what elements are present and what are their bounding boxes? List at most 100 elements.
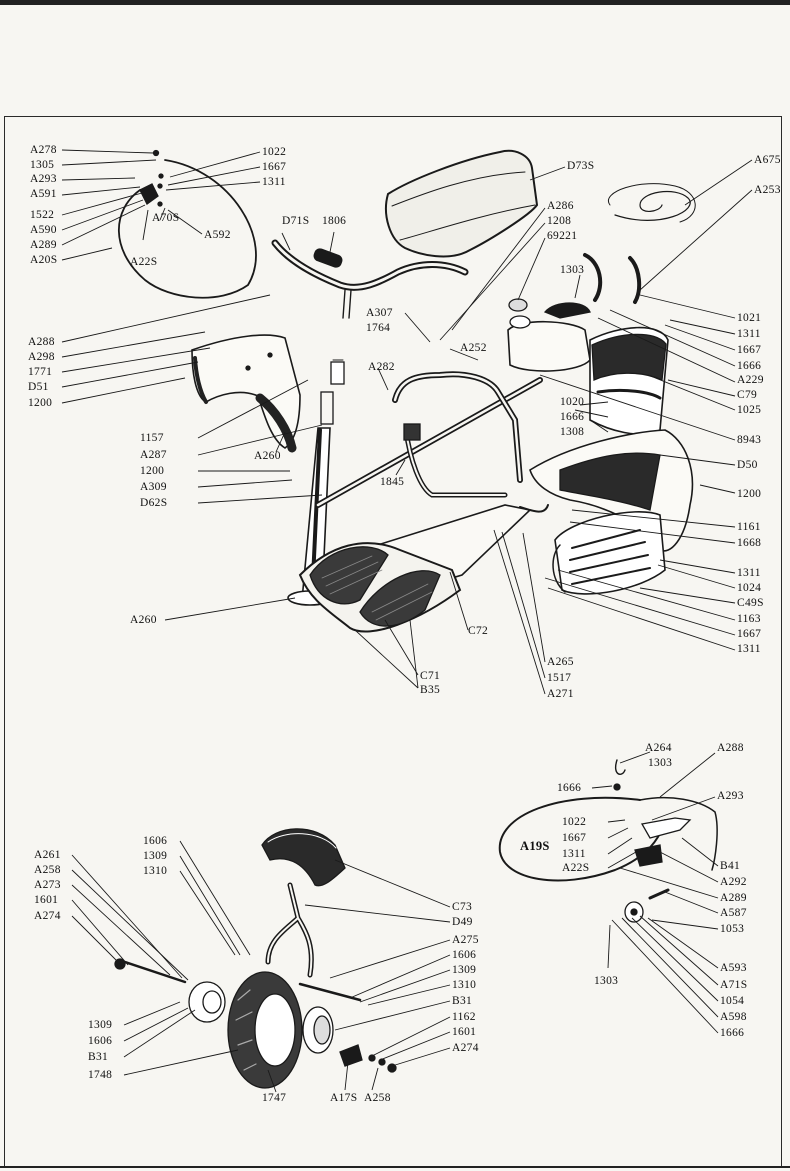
part-label-1208: 1208 (547, 215, 572, 227)
part-label-A282: A282 (368, 361, 395, 373)
part-label-1163: 1163 (737, 613, 761, 625)
part-label-1024: 1024 (737, 582, 762, 594)
part-label-1309-hub: 1309 (88, 1019, 113, 1031)
part-label-A253: A253 (754, 184, 781, 196)
part-label-A71S: A71S (720, 979, 748, 991)
diagram-frame (4, 116, 782, 1167)
part-label-1309: 1309 (143, 850, 168, 862)
bottom-rule (0, 1166, 790, 1168)
coil-spring (607, 183, 696, 223)
part-label-1303: 1303 (560, 264, 585, 276)
foot-pads (309, 546, 441, 627)
part-label-1667: 1667 (262, 161, 287, 173)
part-label-A278: A278 (30, 144, 57, 156)
part-label-1054: 1054 (720, 995, 745, 1007)
part-label-1200-mid: 1200 (140, 465, 165, 477)
part-label-1666-tank: 1666 (560, 411, 585, 423)
part-label-A22S-lower: A22S (562, 862, 590, 874)
part-label-A287: A287 (140, 449, 167, 461)
part-label-D50: D50 (737, 459, 758, 471)
part-label-1311-muffler: 1311 (737, 567, 761, 579)
part-label-1666-right: 1666 (737, 360, 762, 372)
front-wheel-assembly (114, 828, 397, 1089)
part-label-A273: A273 (34, 879, 61, 891)
part-label-1053: 1053 (720, 923, 745, 935)
part-label-C71: C71 (420, 670, 441, 682)
rear-engine-cover (589, 326, 669, 435)
front-leg-shield (191, 334, 301, 453)
part-label-A587: A587 (720, 907, 747, 919)
part-label-1311: 1311 (262, 176, 286, 188)
part-label-1309-right: 1309 (452, 964, 477, 976)
part-label-A19S: A19S (520, 839, 550, 853)
part-label-1161: 1161 (737, 521, 761, 533)
part-label-1845: 1845 (380, 476, 405, 488)
part-label-1668: 1668 (737, 537, 762, 549)
part-label-A289-lower: A289 (720, 892, 747, 904)
part-label-A292: A292 (720, 876, 747, 888)
part-label-A275: A275 (452, 934, 479, 946)
part-label-C79: C79 (737, 389, 758, 401)
part-label-1308: 1308 (560, 426, 585, 438)
part-label-C72: C72 (468, 625, 489, 637)
part-label-B41: B41 (720, 860, 741, 872)
part-label-8943: 8943 (737, 434, 762, 446)
seat-cushion (384, 149, 539, 258)
part-label-1022: 1022 (262, 146, 287, 158)
part-label-1200-right: 1200 (737, 488, 762, 500)
part-label-A271: A271 (547, 688, 574, 700)
part-label-A20S: A20S (30, 254, 58, 266)
part-label-D71S: D71S (282, 215, 310, 227)
part-label-69221: 69221 (547, 230, 578, 242)
part-label-1162: 1162 (452, 1011, 476, 1023)
part-label-1606-hub: 1606 (88, 1035, 113, 1047)
part-label-1747: 1747 (262, 1092, 287, 1104)
part-label-1310: 1310 (143, 865, 168, 877)
part-label-1303-lower: 1303 (648, 757, 673, 769)
part-label-A17S: A17S (330, 1092, 358, 1104)
fuel-tank (507, 298, 591, 372)
part-label-1806: 1806 (322, 215, 347, 227)
part-label-A592: A592 (204, 229, 231, 241)
part-label-A274: A274 (34, 910, 61, 922)
part-label-A293: A293 (30, 173, 57, 185)
part-label-1606: 1606 (143, 835, 168, 847)
part-label-1311-right: 1311 (737, 328, 761, 340)
part-label-B31-hub: B31 (88, 1051, 109, 1063)
part-label-1666-lower: 1666 (557, 782, 582, 794)
part-label-D49: D49 (452, 916, 473, 928)
part-label-1606-right: 1606 (452, 949, 477, 961)
part-label-D51: D51 (28, 381, 49, 393)
part-label-A286: A286 (547, 200, 574, 212)
part-label-A593: A593 (720, 962, 747, 974)
part-label-1522: 1522 (30, 209, 55, 221)
part-label-1764: 1764 (366, 322, 391, 334)
part-label-A598: A598 (720, 1011, 747, 1023)
part-label-A298: A298 (28, 351, 55, 363)
part-label-A293-lower: A293 (717, 790, 744, 802)
part-label-1771: 1771 (28, 366, 53, 378)
part-label-C49S: C49S (737, 597, 764, 609)
part-label-1200: 1200 (28, 397, 53, 409)
part-label-A591: A591 (30, 188, 57, 200)
part-label-A264: A264 (645, 742, 672, 754)
brake-cable-loop-upper (118, 149, 257, 299)
handlebar (271, 239, 469, 319)
part-label-A260-upper: A260 (254, 450, 281, 462)
part-label-1667-muffler: 1667 (737, 628, 762, 640)
part-label-1303-brake: 1303 (594, 975, 619, 987)
part-label-1025: 1025 (737, 404, 762, 416)
part-label-A265: A265 (547, 656, 574, 668)
part-label-A258: A258 (34, 864, 61, 876)
part-label-A288-lower: A288 (717, 742, 744, 754)
part-label-D62S: D62S (140, 497, 168, 509)
part-label-A307: A307 (366, 307, 393, 319)
part-label-A261: A261 (34, 849, 61, 861)
part-label-1517: 1517 (547, 672, 572, 684)
part-label-1601: 1601 (34, 894, 59, 906)
part-label-A252: A252 (460, 342, 487, 354)
part-label-A260: A260 (130, 614, 157, 626)
part-label-1667-right: 1667 (737, 344, 762, 356)
brake-cable-loop-lower (498, 759, 718, 923)
